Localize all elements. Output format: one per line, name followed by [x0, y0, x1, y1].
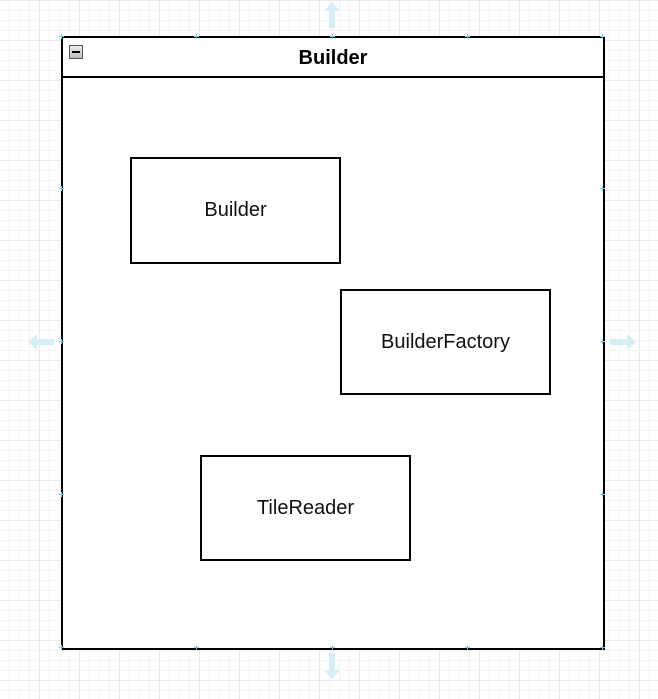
tile-reader-shape[interactable]: TileReader — [200, 455, 411, 561]
builder-factory-shape-label: BuilderFactory — [381, 330, 510, 353]
selection-handle[interactable] — [600, 339, 605, 344]
selection-handle[interactable] — [330, 645, 335, 650]
tile-reader-shape-label: TileReader — [256, 496, 355, 519]
selection-handle[interactable] — [59, 339, 64, 344]
builder-shape-label: Builder — [204, 199, 267, 221]
arrow-up-hint-icon[interactable] — [323, 2, 341, 28]
selection-handle[interactable] — [59, 645, 64, 650]
selection-handle[interactable] — [465, 645, 470, 650]
selection-handle[interactable] — [600, 34, 605, 39]
selection-handle[interactable] — [194, 34, 199, 39]
container-title: Builder — [298, 47, 368, 69]
arrow-down-hint-icon[interactable] — [323, 653, 341, 679]
selection-handle[interactable] — [600, 186, 605, 191]
container-header[interactable]: Builder — [63, 38, 603, 78]
selection-handle[interactable] — [600, 645, 605, 650]
selection-handle[interactable] — [600, 492, 605, 497]
selection-handle[interactable] — [59, 492, 64, 497]
selection-handle[interactable] — [465, 34, 470, 39]
selection-handle[interactable] — [59, 34, 64, 39]
builder-shape[interactable]: Builder — [130, 157, 341, 264]
arrow-left-hint-icon[interactable] — [28, 333, 54, 351]
builder-factory-shape[interactable]: BuilderFactory — [340, 289, 551, 395]
minus-icon[interactable] — [69, 45, 83, 59]
selection-handle[interactable] — [194, 645, 199, 650]
selection-handle[interactable] — [330, 34, 335, 39]
selection-handle[interactable] — [59, 186, 64, 191]
arrow-right-hint-icon[interactable] — [610, 333, 636, 351]
